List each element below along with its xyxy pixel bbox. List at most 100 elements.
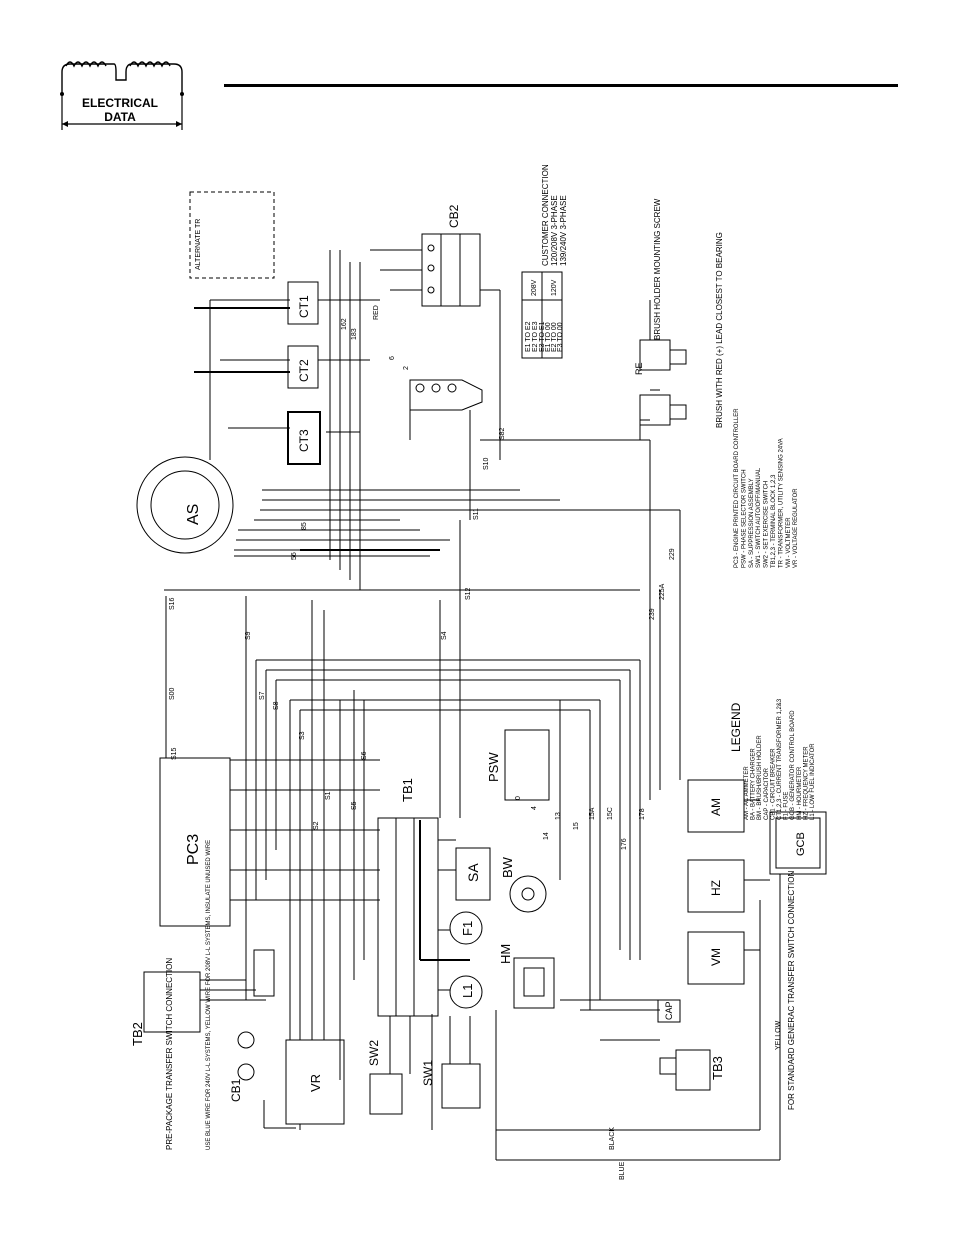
sw2-switch	[369, 1073, 403, 1115]
hm-label: HM	[498, 944, 513, 964]
pc3-label: PC3	[185, 834, 202, 865]
sw1-label: SW1	[421, 1060, 435, 1086]
wire-label: 225A	[659, 583, 666, 600]
wire-label: BLUE	[619, 1161, 626, 1180]
cb1-label: CB1	[229, 1078, 243, 1102]
wire-label: S82	[499, 427, 506, 440]
ct1-box	[287, 281, 319, 325]
tb1-label: TB1	[400, 778, 415, 802]
cc-col-a-2: E2 TO E3	[532, 321, 539, 352]
cap-capacitor	[657, 999, 681, 1023]
wire-label: 229	[669, 548, 676, 560]
page-header: ELECTRICAL DATA	[0, 0, 954, 140]
sw1-switch	[441, 1063, 481, 1109]
brush-holder-lower	[639, 394, 671, 426]
hz-meter	[687, 859, 745, 913]
wire-label: 162	[341, 318, 348, 330]
wire-label: BLACK	[609, 1127, 616, 1150]
electrical-data-badge: ELECTRICAL DATA	[58, 56, 186, 134]
tb2-block	[143, 971, 201, 1033]
legend-item: SW1 - SWITCH AUTO/OFF/MANUAL	[756, 467, 762, 568]
wire-label: S7	[259, 691, 266, 700]
use-blue-note: USE BLUE WIRE FOR 240V L-L SYSTEMS, YELL…	[206, 840, 212, 1150]
wire-label: S15	[171, 747, 178, 760]
customer-connection-title: CUSTOMER CONNECTION	[541, 164, 550, 266]
wire-label: S3	[299, 731, 306, 740]
brush-holder-upper	[639, 339, 671, 371]
brush-holder-note: BRUSH HOLDER MOUNTING SCREW	[653, 198, 662, 340]
cc-col-a-3: E3 TO E1	[539, 321, 546, 352]
vm-label: VM	[709, 948, 723, 966]
badge-line1: ELECTRICAL	[82, 96, 158, 110]
wire-label: 56	[291, 552, 298, 560]
wire-label: 14	[543, 832, 550, 840]
header-rule	[224, 84, 898, 87]
ct2-label: CT2	[297, 359, 311, 382]
wire-label: S11	[473, 508, 480, 520]
legend-item: VM - VOLTMETER	[786, 517, 792, 568]
legend-item: PC3 - ENGINE PRINTED CIRCUIT BOARD CONTR…	[734, 408, 740, 568]
hm-hourmeter	[513, 957, 555, 1009]
wire-label: 4	[531, 806, 538, 810]
tr-transformer	[253, 949, 275, 997]
f1-label: F1	[460, 921, 475, 936]
wire-label: 85	[301, 522, 308, 530]
legend-item: TR - TRANSFORMER, UTILITY SENSING 24VA	[778, 438, 784, 568]
cc-col-b-volts: 120V	[551, 279, 558, 296]
legend-item: SA - SUPPRESSION ASSEMBLY	[749, 478, 755, 568]
cc-col-b-1: E1 TO 00	[545, 322, 552, 352]
legend-item: SW2 - SET EXERCISE SWITCH	[764, 481, 770, 568]
wire-labels: S15S00S16S7S8S9S3S2S1S5S6S4S12S11S10S820…	[169, 305, 782, 1180]
f1-fuse	[449, 911, 483, 945]
sa-label: SA	[465, 863, 481, 882]
gcb-label: GCB	[795, 832, 807, 856]
tb1-strip	[377, 817, 439, 1017]
l1-label: L1	[460, 984, 475, 998]
legend-item: BM - BRUSH/BRUSH HOLDER	[757, 735, 763, 820]
wire-label: S16	[169, 597, 176, 610]
legend-item: CAP - CAPACITOR	[764, 767, 770, 820]
cc-col-a-volts: 208V	[531, 279, 538, 296]
gcb-box	[769, 811, 827, 875]
am-meter	[687, 779, 745, 833]
wire-label: 2	[403, 366, 410, 370]
legend-item: HM - HOURMETER	[797, 766, 803, 820]
cb2-label: CB2	[447, 204, 461, 228]
wire-label: 176	[621, 838, 628, 850]
legend-item: AM - AC AMMETER	[744, 766, 750, 820]
cap-label: CAP	[664, 1001, 674, 1020]
vr-label: VR	[308, 1074, 323, 1092]
pc3-board	[159, 757, 231, 927]
vm-meter	[687, 931, 745, 985]
wire-label: S9	[245, 631, 252, 640]
customer-connection-line1: 120/208V 3-PHASE	[550, 195, 559, 266]
wire-label: S2	[313, 821, 320, 830]
cc-col-a-1: E1 TO E2	[525, 321, 532, 352]
sw2-label: SW2	[367, 1040, 381, 1066]
tb2-label: TB2	[130, 1022, 145, 1046]
wire-label: RED	[373, 305, 380, 320]
as-alternator-symbol	[136, 456, 234, 554]
cc-col-b-2: E2 TO 00	[551, 322, 558, 352]
tb3-block	[675, 1049, 711, 1091]
badge-line2: DATA	[104, 110, 136, 124]
legend-item: CB1 - CIRCUIT BREAKER	[770, 748, 776, 820]
bw-symbol	[509, 875, 547, 913]
legend-column-2: PC3 - ENGINE PRINTED CIRCUIT BOARD CONTR…	[734, 408, 799, 568]
wire-label: S4	[441, 631, 448, 640]
wire-label: S10	[483, 457, 490, 470]
wire-label: 178	[639, 808, 646, 820]
tb3-note: FOR STANDARD GENERAC TRANSFER SWITCH CON…	[787, 871, 796, 1110]
wire-label: 15C	[607, 807, 614, 820]
l1-lamp	[449, 975, 483, 1009]
as-label: AS	[185, 504, 202, 525]
legend-item: HZ - FREQUENCY METER	[803, 746, 809, 820]
alternate-tr-note: ALTERNATE TR	[195, 219, 202, 270]
psw-switch	[504, 729, 550, 801]
wire-label: S12	[465, 587, 472, 600]
customer-connection-line2: 139/240V 3-PHASE	[559, 195, 568, 266]
alternate-tr-box	[189, 191, 275, 279]
ct3-box	[287, 411, 321, 465]
wire-label: 13	[555, 812, 562, 820]
